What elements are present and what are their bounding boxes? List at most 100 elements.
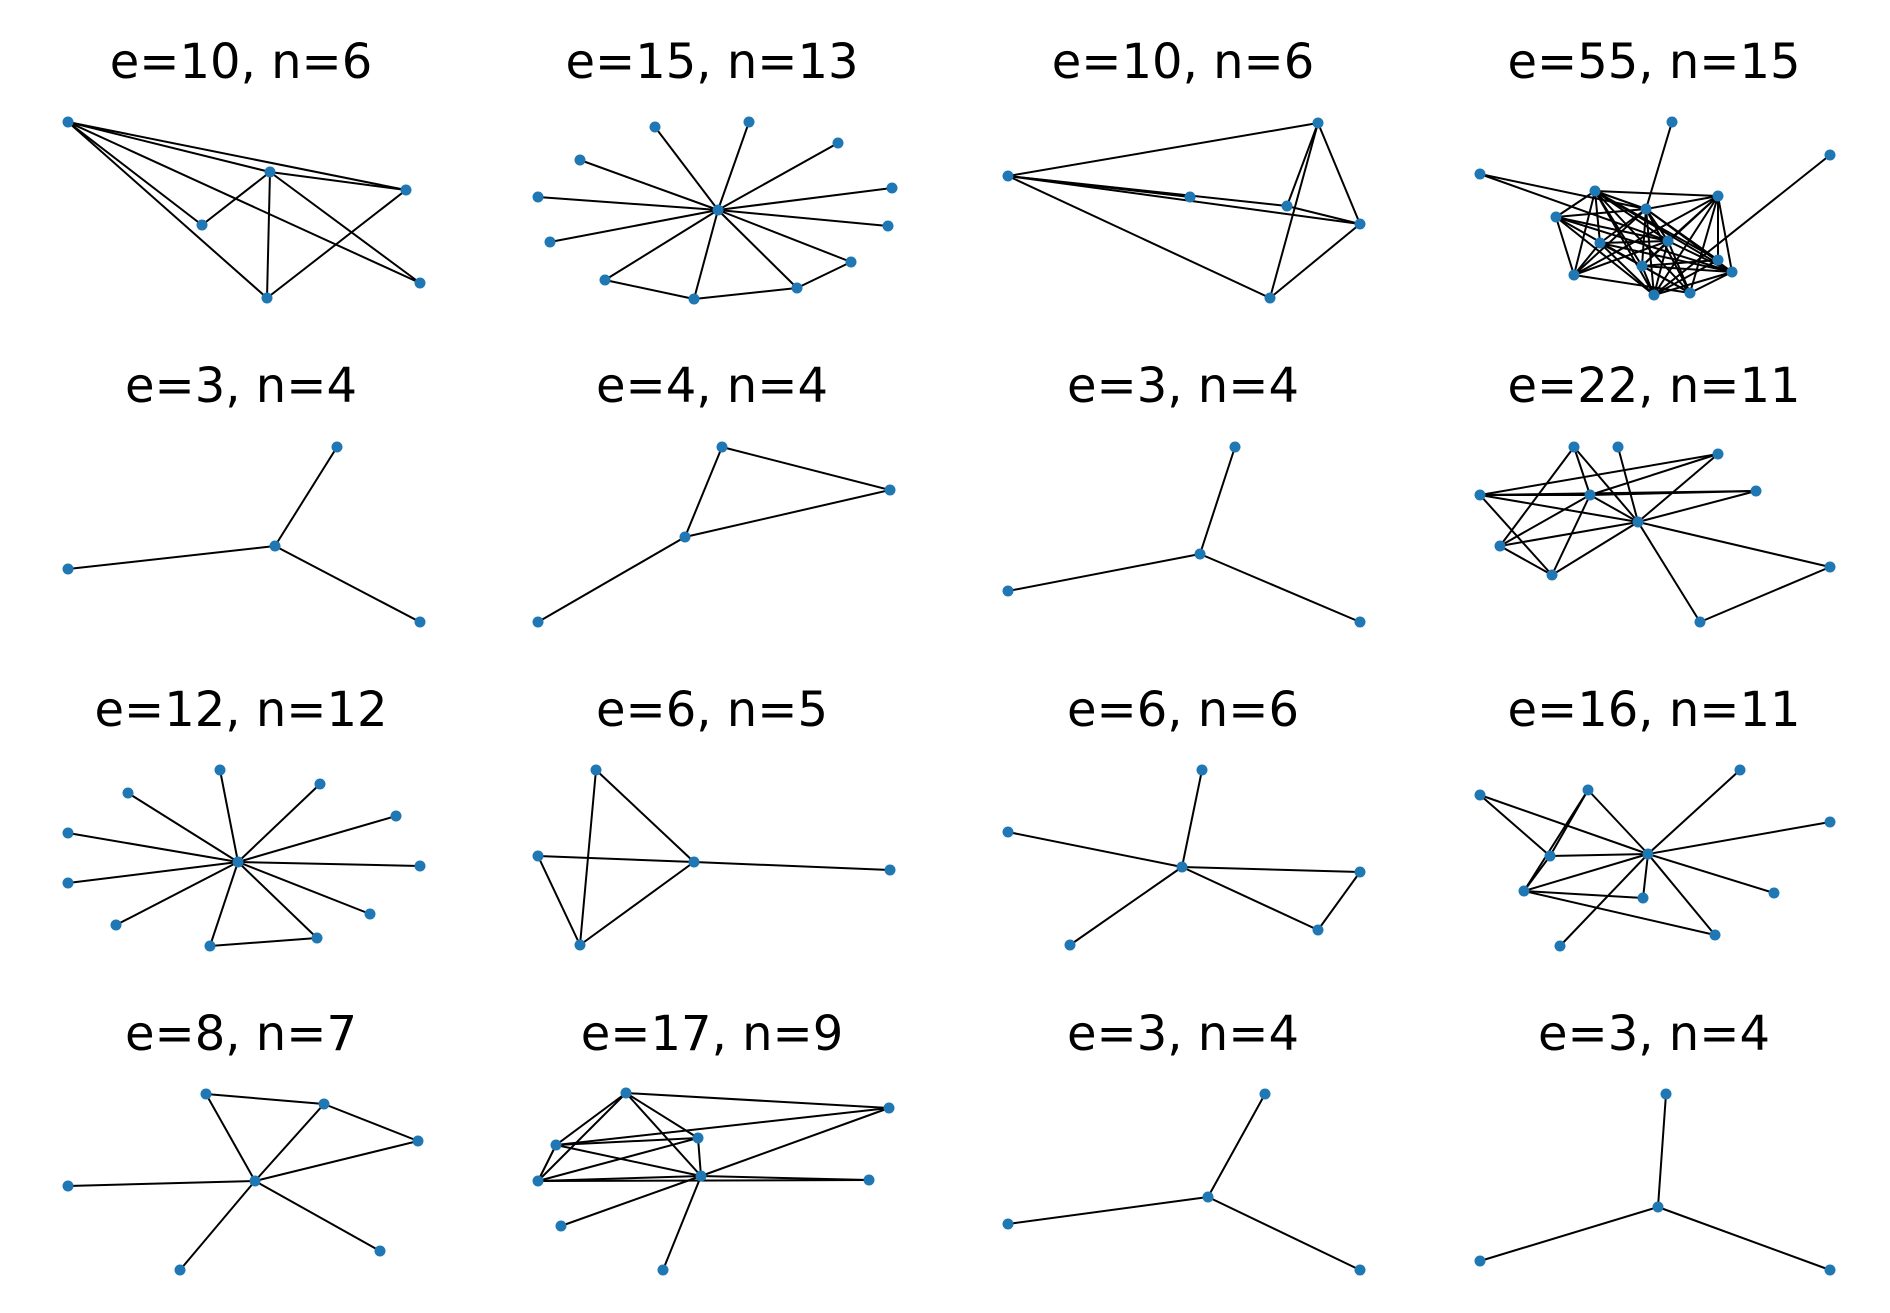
graph-node [532,191,544,203]
graph-edge [67,121,421,284]
graph-edge [1641,259,1719,267]
graph-edge [1573,195,1719,276]
graph-edge [67,121,271,173]
graph-node [657,1264,669,1276]
graph-edge [796,261,852,289]
graph-edge [1069,866,1183,946]
graph-edge [1594,190,1733,273]
graph-edge [1645,195,1719,210]
graph-edge [1007,122,1319,177]
graph-panel: e=15, n=13 [532,34,898,305]
graph-edge [1523,890,1716,936]
graph-edge [717,187,893,211]
graph-edge [1317,871,1361,931]
graph-node [264,166,276,178]
graph-node [364,908,376,920]
graph-edge [595,769,695,863]
graph-edge [1286,122,1319,207]
graph-node [1518,885,1530,897]
graph-node [832,137,844,149]
graph-edge [1617,446,1639,523]
graph-edge [1599,242,1733,273]
graph-edge [323,1103,419,1142]
graph-edge [693,861,891,871]
graph-node [1474,489,1486,501]
graph-node [1312,924,1324,936]
graph-edge [1007,175,1288,207]
graph-node [791,282,803,294]
graph-edge [209,861,239,947]
graph-edge [717,121,750,211]
graph-edge [1199,553,1361,623]
graph-panel: e=3, n=4 [1002,358,1366,628]
graph-node [311,932,323,944]
graph-edge [579,159,719,211]
graph-edge [237,815,397,863]
graph-node [331,441,343,453]
graph-edge [1645,208,1655,296]
graph-node [599,274,611,286]
graph-panel: e=4, n=4 [532,358,896,628]
graph-node [1474,168,1486,180]
graph-edge [1181,866,1319,931]
graph-node [1636,260,1648,272]
graph-edge [1637,453,1719,523]
graph-edge [254,1140,419,1182]
graph-panel: e=6, n=5 [532,682,896,951]
graph-node [1582,784,1594,796]
panel-title: e=17, n=9 [581,1006,844,1062]
graph-edge [266,189,407,299]
graph-edge [549,209,719,243]
graph-node [261,292,273,304]
graph-node [743,116,755,128]
graph-edge [537,1144,557,1182]
graph-node [1176,861,1188,873]
graph-node [1312,117,1324,129]
graph-panel: e=10, n=6 [1002,34,1366,304]
graph-edge [537,196,719,211]
graph-edge [721,446,891,491]
panel-title: e=12, n=12 [94,682,387,738]
graph-edge [1479,453,1719,496]
graph-edge [205,1093,256,1182]
graph-edge [1269,223,1361,299]
graph-node [414,860,426,872]
graph-node [1568,269,1580,281]
panel-title: e=3, n=4 [1538,1006,1770,1062]
graph-node [110,919,122,931]
panel-title: e=55, n=15 [1507,34,1800,90]
graph-node [550,1139,562,1151]
graph-node [574,939,586,951]
graph-edge [1589,494,1639,523]
graph-node [1544,850,1556,862]
graph-edge [1007,175,1361,225]
graph-edge [537,855,695,863]
graph-edge [1551,494,1591,576]
graph-edge [1007,175,1271,299]
graph-edge [1594,190,1719,197]
graph-edge [625,1092,699,1139]
graph-panel: e=6, n=6 [1002,682,1366,951]
graph-node [649,121,661,133]
graph-edge [717,209,798,289]
graph-edge [274,545,421,623]
graph-edge [555,1144,702,1177]
graph-edge [1007,831,1183,868]
graph-edge [1657,1206,1831,1271]
graph-node [1712,190,1724,202]
graph-edge [1637,521,1831,568]
panel-title: e=6, n=5 [596,682,828,738]
graph-edge [1653,154,1831,296]
graph-node [1554,940,1566,952]
graph-edge [1555,216,1575,276]
graph-edge [1653,271,1733,296]
graph-edge [1007,1196,1209,1225]
graph-node [1712,448,1724,460]
graph-edge [67,1180,256,1187]
graph-node [196,219,208,231]
graph-edge [1523,890,1644,899]
graph-node [1612,441,1624,453]
graph-edge [1594,190,1647,210]
graph-edge [1479,794,1649,855]
graph-node [400,184,412,196]
